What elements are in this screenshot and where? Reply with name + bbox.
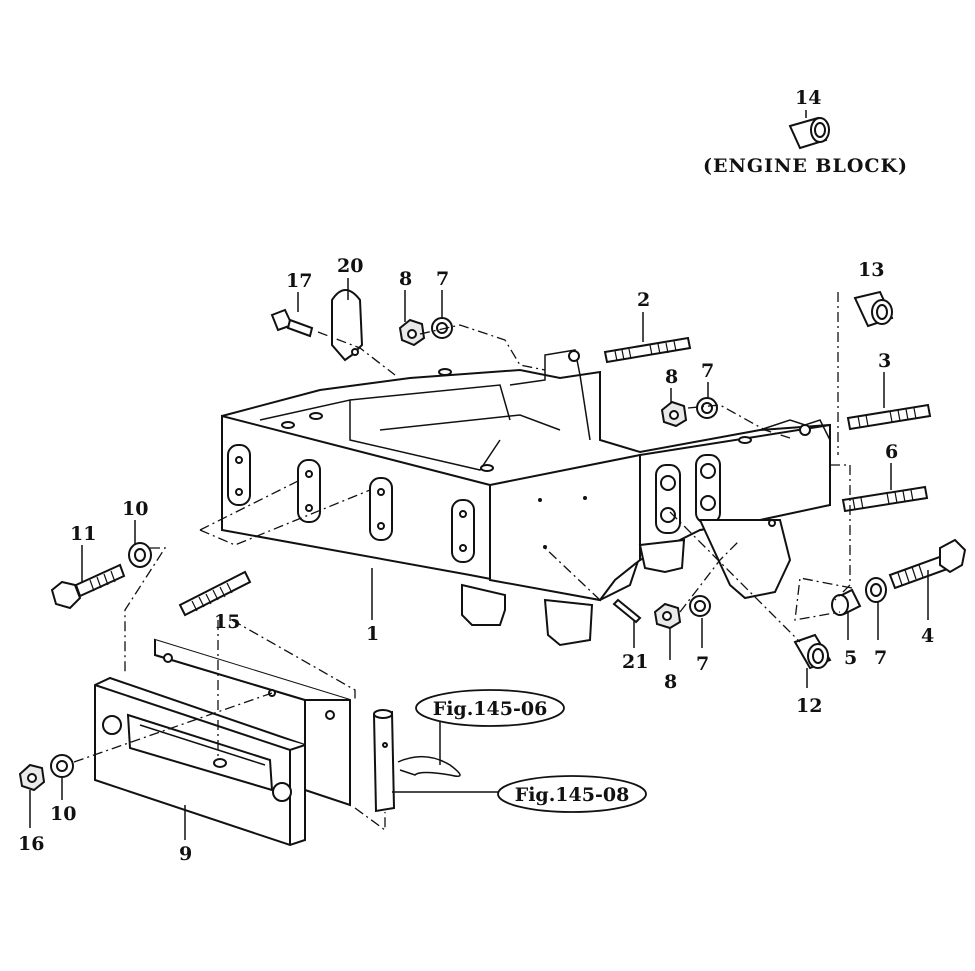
fig-reference-2-label: Fig.145-08 — [515, 784, 630, 806]
part-7-washer-right — [865, 577, 887, 603]
callout-15: 15 — [214, 611, 240, 633]
part-7-washer-mid — [696, 397, 718, 419]
part-17-bolt — [270, 308, 314, 338]
part-7-washer-low — [689, 595, 711, 617]
part-14-bushing — [788, 116, 830, 150]
callout-2: 2 — [637, 289, 650, 311]
callout-6: 6 — [885, 441, 898, 463]
pin-assembly — [372, 709, 461, 813]
callout-13: 13 — [858, 259, 884, 281]
callout-7-top: 7 — [436, 268, 449, 290]
part-12-bushing — [793, 633, 832, 670]
callout-21: 21 — [622, 651, 648, 673]
callout-20: 20 — [337, 255, 363, 277]
engine-block-note: (ENGINE BLOCK) — [703, 155, 908, 177]
callout-8-top: 8 — [399, 268, 412, 290]
callout-5: 5 — [844, 647, 857, 669]
part-8-nut-low — [653, 602, 682, 630]
callout-3: 3 — [878, 350, 891, 372]
part-11-bolt — [50, 563, 126, 610]
callout-8-mid: 8 — [665, 366, 678, 388]
part-15-stud — [178, 570, 252, 617]
callout-7-right: 7 — [874, 647, 887, 669]
part-10-washer-low — [50, 754, 74, 778]
part-8-nut-mid — [660, 400, 688, 428]
part-20-clamp — [331, 289, 364, 362]
part-10-washer-top — [128, 542, 152, 568]
part-16-nut — [18, 763, 46, 792]
part-21-pin — [612, 598, 642, 624]
callout-1: 1 — [366, 623, 379, 645]
part-6-stud — [841, 485, 929, 513]
part-9-flange — [94, 676, 306, 847]
part-2-stud — [603, 336, 692, 364]
fig-reference-2[interactable]: Fig.145-08 — [497, 775, 647, 813]
callout-17: 17 — [286, 270, 312, 292]
callout-7-low: 7 — [696, 653, 709, 675]
part-5-spacer — [831, 588, 862, 616]
part-3-stud — [846, 403, 932, 431]
callout-10-low: 10 — [50, 803, 76, 825]
part-13-bushing — [853, 290, 894, 328]
part-4-bolt — [888, 538, 967, 590]
callout-10-top: 10 — [122, 498, 148, 520]
callout-9: 9 — [179, 843, 192, 865]
part-8-nut-top — [398, 318, 426, 347]
callout-14: 14 — [795, 87, 821, 109]
callout-7-mid: 7 — [701, 360, 714, 382]
callout-8-low: 8 — [664, 671, 677, 693]
fig-reference-1[interactable]: Fig.145-06 — [415, 689, 565, 727]
callout-16: 16 — [18, 833, 44, 855]
callout-labels: 1 2 3 4 5 6 7 7 7 7 8 8 8 9 10 10 11 12 … — [18, 87, 934, 865]
callout-12: 12 — [796, 695, 822, 717]
callout-11: 11 — [70, 523, 96, 545]
leader-lines — [29, 278, 929, 840]
part-1-main-frame — [221, 349, 831, 647]
callout-4: 4 — [921, 625, 934, 647]
fig-reference-1-label: Fig.145-06 — [433, 698, 548, 720]
